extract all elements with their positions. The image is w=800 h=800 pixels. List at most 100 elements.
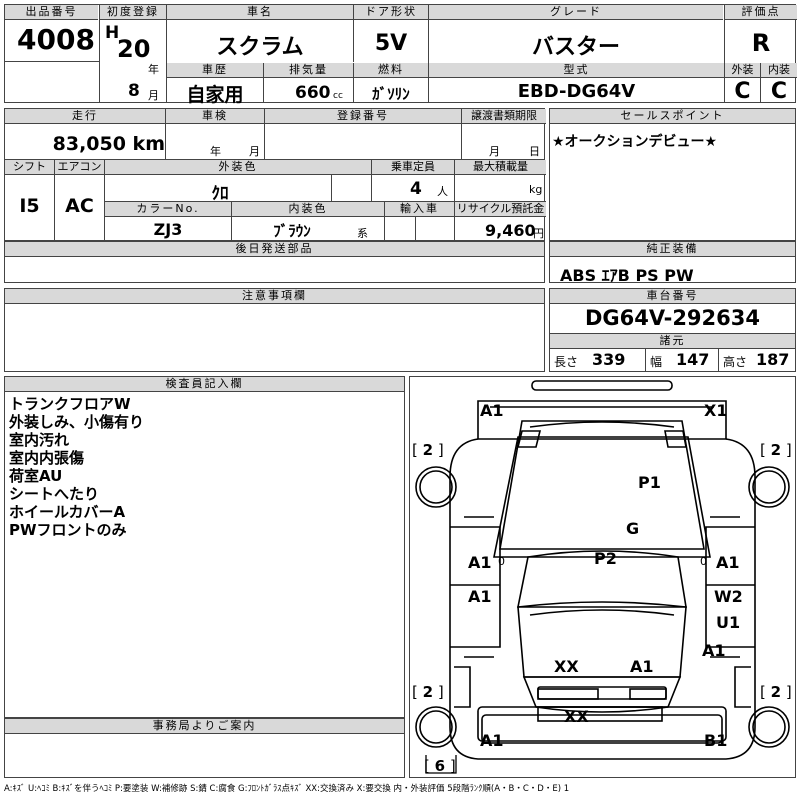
note-line: 外装しみ、小傷有り	[9, 413, 145, 431]
damage-code: A1	[468, 553, 492, 572]
equipment-label: 純正装備	[550, 242, 795, 257]
note-line: ホイールカバーA	[9, 503, 126, 521]
office-section: 事務局よりご案内	[4, 718, 405, 778]
displacement-label: 排気量	[264, 63, 353, 78]
chassis-number: DG64V-292634	[584, 306, 760, 330]
note-line: 室内汚れ	[9, 431, 70, 449]
wheel-icons	[415, 466, 790, 748]
details-section: 走行 83,050 km 車検 年 月 登録番号 譲渡書類期限 月 日 シフト …	[4, 108, 546, 241]
note-line: トランクフロアW	[9, 395, 131, 413]
damage-code: G	[626, 519, 640, 538]
car-name: スクラム	[216, 35, 304, 60]
specs-label: 諸元	[550, 334, 795, 349]
door-handle-mark: 0	[498, 555, 505, 568]
width: 147	[676, 350, 710, 369]
length: 339	[592, 350, 626, 369]
ac-label: エアコン	[55, 160, 104, 175]
door-type: 5V	[374, 31, 408, 56]
exterior-label: 外装	[725, 63, 760, 78]
model-label: 型式	[429, 63, 724, 78]
damage-code: X1	[704, 401, 728, 420]
chassis-label: 車台番号	[550, 289, 795, 304]
office-label: 事務局よりご案内	[5, 719, 404, 734]
deadline-label: 譲渡書類期限	[462, 109, 546, 124]
deadline-day-unit: 日	[529, 145, 540, 158]
capacity: 4	[410, 179, 422, 199]
sales-point-text: ★オークションデビュー★	[552, 134, 718, 150]
door-handle-mark: 0	[700, 555, 707, 568]
displacement: 660	[295, 83, 331, 103]
width-label: 幅	[650, 355, 663, 369]
equipment-section: 純正装備 ABS ｴｱB PS PW	[549, 241, 796, 285]
chassis-section: 車台番号 DG64V-292634 諸元 長さ 339 幅 147 高さ 187	[549, 288, 796, 372]
car-outline-svg	[415, 380, 790, 774]
color-no: ZJ3	[153, 220, 183, 239]
lot-label: 出品番号	[5, 5, 98, 20]
note-line: シートへたり	[9, 485, 100, 503]
fuel: ｶﾞｿﾘﾝ	[372, 85, 410, 103]
capacity-unit: 人	[437, 185, 448, 198]
note-line: 室内内張傷	[9, 449, 85, 467]
note-line: PWフロントのみ	[9, 521, 127, 539]
max-load-label: 最大積載量	[455, 160, 546, 175]
length-label: 長さ	[554, 355, 579, 369]
ext-color: ｸﾛ	[211, 184, 229, 204]
recycle-label: リサイクル預託金	[455, 202, 546, 217]
int-color-suffix: 系	[357, 227, 368, 240]
damage-code: A1	[480, 401, 504, 420]
reg-number-label: 登録番号	[265, 109, 461, 124]
model: EBD-DG64V	[517, 81, 636, 102]
height: 187	[756, 350, 790, 369]
history-label: 車歴	[167, 63, 263, 78]
mileage-label: 走行	[5, 109, 165, 124]
later-parts-section: 後日発送部品	[4, 241, 545, 283]
car-diagram: [ 2 ] [ 2 ] [ 2 ] [ 2 ] [ 6 ] A1 X1 P1 G…	[409, 376, 796, 778]
height-label: 高さ	[723, 355, 748, 369]
recycle-fee: 9,460	[485, 221, 536, 240]
fuel-label: 燃料	[354, 63, 428, 78]
tire-spare: [ 6 ]	[424, 757, 456, 775]
damage-code: A1	[480, 731, 504, 750]
insp-year-unit: 年	[210, 145, 221, 158]
inspector-notes: トランクフロアW 外装しみ、小傷有り 室内汚れ 室内内張傷 荷室AU シートへた…	[9, 395, 144, 539]
door-label: ドア形状	[354, 5, 428, 20]
score: R	[751, 29, 771, 57]
inspection-label: 車検	[166, 109, 264, 124]
damage-code: A1	[630, 657, 654, 676]
int-color-label: 内装色	[232, 202, 384, 217]
header-section: 出品番号 4008 初度登録 H 20 年 8 月 車名 スクラム ドア形状 5…	[4, 4, 797, 106]
sales-point-section: セールスポイント ★オークションデビュー★	[549, 108, 796, 241]
exterior-grade: C	[734, 79, 751, 104]
recycle-unit: 円	[533, 227, 544, 240]
deadline-month-unit: 月	[489, 145, 500, 158]
damage-code: P2	[594, 549, 617, 568]
score-label: 評価点	[725, 5, 797, 20]
reg-year: 20	[117, 35, 151, 63]
tire-rear-right: [ 2 ]	[760, 683, 792, 701]
max-load-unit: kg	[529, 183, 543, 196]
remarks-section: 注意事項欄	[4, 288, 545, 372]
grade: バスター	[531, 35, 620, 60]
shift: I5	[19, 195, 40, 217]
ac: AC	[65, 195, 94, 217]
damage-code: P1	[638, 473, 661, 492]
color-no-label: カラーNo.	[105, 202, 231, 217]
tire-front-right: [ 2 ]	[760, 441, 792, 459]
interior-label: 内装	[761, 63, 797, 78]
first-reg-label: 初度登録	[100, 5, 166, 20]
later-parts-label: 後日発送部品	[5, 242, 544, 257]
lot-cell: 出品番号 4008	[5, 5, 98, 65]
era: H	[105, 23, 120, 43]
damage-code: U1	[716, 613, 741, 632]
legend: A:ｷｽﾞ U:ﾍｺﾐ B:ｷｽﾞを伴うﾍｺﾐ P:要塗装 W:補修跡 S:錆 …	[4, 784, 570, 794]
mileage: 83,050 km	[52, 133, 165, 155]
inspector-label: 検査員記入欄	[5, 377, 404, 392]
tire-rear-left: [ 2 ]	[412, 683, 444, 701]
reg-month: 8	[128, 81, 140, 101]
year-unit: 年	[148, 63, 159, 76]
damage-code: A1	[468, 587, 492, 606]
tire-front-left: [ 2 ]	[412, 441, 444, 459]
insp-month-unit: 月	[249, 145, 260, 158]
note-line: 荷室AU	[9, 467, 63, 485]
damage-code: A1	[716, 553, 740, 572]
